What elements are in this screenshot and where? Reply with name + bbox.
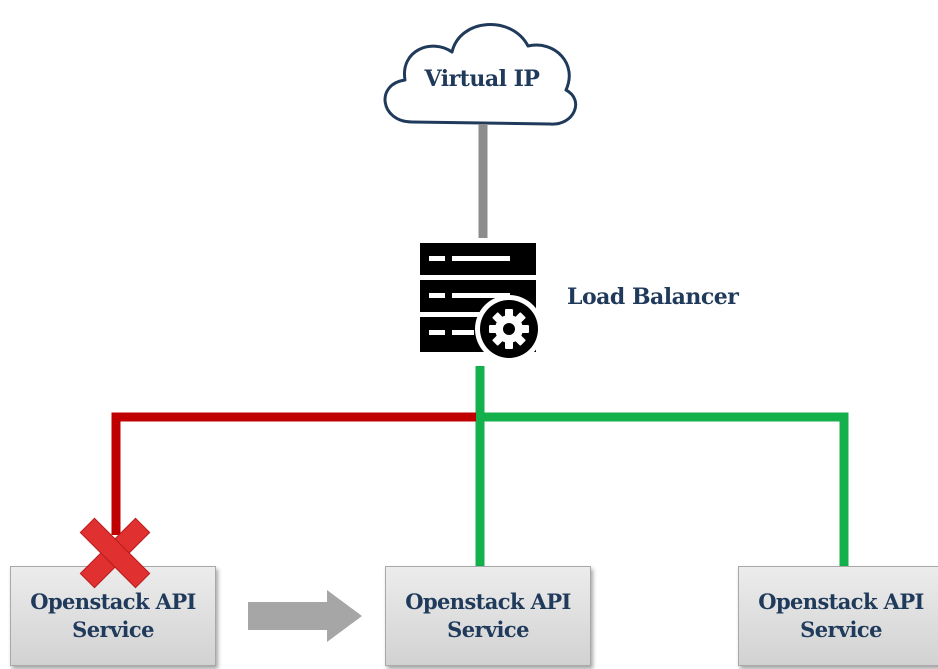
- failure-x-icon: [79, 517, 151, 589]
- server-gear-icon: [420, 243, 543, 363]
- service-type: Service: [800, 617, 882, 642]
- service-name: Openstack API: [758, 589, 924, 614]
- link-lb-to-service-1-failed: [111, 412, 476, 535]
- cloud-icon: [383, 23, 578, 126]
- service-box-active: Openstack API Service: [385, 566, 591, 666]
- service-name: Openstack API: [405, 589, 571, 614]
- service-name: Openstack API: [30, 589, 196, 614]
- load-balancer-label: Load Balancer: [567, 284, 739, 310]
- failover-arrow-icon: [248, 590, 362, 642]
- service-type: Service: [72, 617, 154, 642]
- service-type: Service: [447, 617, 529, 642]
- link-lb-to-service-3: [476, 412, 849, 570]
- service-box-active: Openstack API Service: [738, 566, 938, 666]
- virtual-ip-label: Virtual IP: [424, 66, 540, 92]
- service-box-failed: Openstack API Service: [10, 566, 216, 666]
